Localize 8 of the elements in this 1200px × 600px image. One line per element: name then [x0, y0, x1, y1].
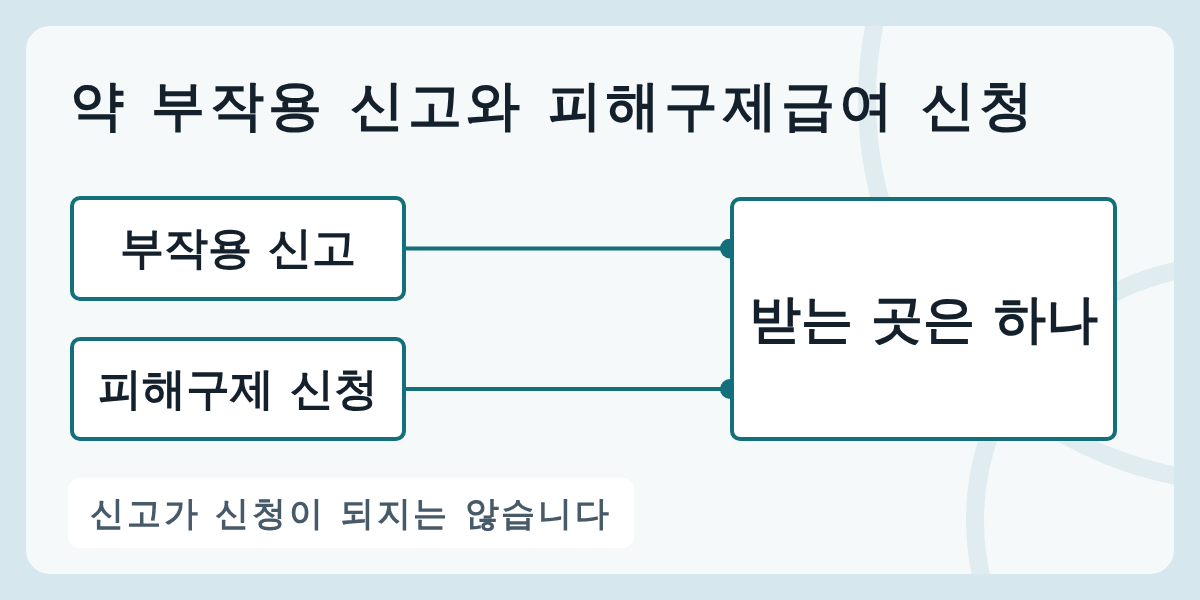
node-label: 피해구제 신청	[98, 362, 378, 416]
process-box	[730, 197, 1117, 441]
process-box	[70, 196, 406, 301]
node-label: 받는 곳은 하나	[749, 287, 1098, 351]
diagram-title: 약 부작용 신고와 피해구제급여 신청	[70, 74, 1038, 139]
process-box	[70, 337, 406, 441]
node-label: 신고가 신청이 되지는 않습니다	[90, 492, 612, 534]
node-label: 부작용 신고	[120, 222, 356, 275]
